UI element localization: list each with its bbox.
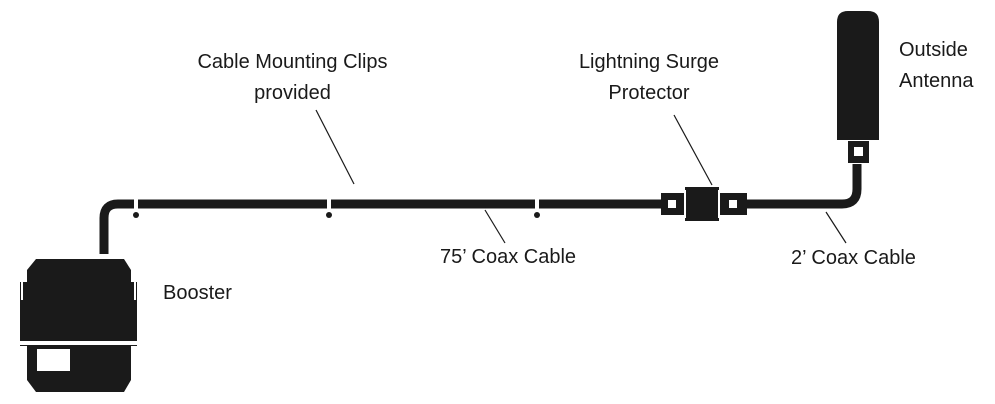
lightning-surge-protector-label: Lightning Surge Protector xyxy=(565,47,733,109)
coax75-leader-line xyxy=(484,209,506,244)
surge-leader-line xyxy=(673,114,713,186)
coax-cable-75ft xyxy=(99,199,670,254)
lightning-surge-protector xyxy=(661,187,747,221)
surge-label-line1: Lightning Surge xyxy=(578,51,720,73)
coax-2ft-label: 2’ Coax Cable xyxy=(791,243,916,274)
booster-label-plate xyxy=(37,349,70,371)
clips-label-line2: provided xyxy=(254,82,331,104)
antenna-label-line2: Antenna xyxy=(899,70,974,92)
booster-label-text: Booster xyxy=(163,282,232,304)
clips-leader-line xyxy=(315,109,355,185)
mounting-clip xyxy=(534,199,540,218)
coax-2ft-label-text: 2’ Coax Cable xyxy=(791,247,916,269)
antenna-label-line1: Outside xyxy=(899,39,968,61)
clips-label-line1: Cable Mounting Clips xyxy=(197,51,388,73)
mounting-clip xyxy=(326,199,332,218)
coax-cable-2ft xyxy=(747,164,862,209)
surge-label-line2: Protector xyxy=(608,82,690,104)
coax2-leader-line xyxy=(825,211,847,244)
coax-75ft-label-text: 75’ Coax Cable xyxy=(440,246,577,268)
booster-device xyxy=(20,259,137,392)
coax-75ft-label: 75’ Coax Cable xyxy=(440,242,576,273)
outside-antenna-label: Outside Antenna xyxy=(899,35,974,97)
mounting-clip xyxy=(133,199,139,218)
booster-label: Booster xyxy=(163,278,232,309)
cable-mounting-clips-label: Cable Mounting Clips provided xyxy=(180,47,405,109)
outside-antenna xyxy=(837,11,879,163)
